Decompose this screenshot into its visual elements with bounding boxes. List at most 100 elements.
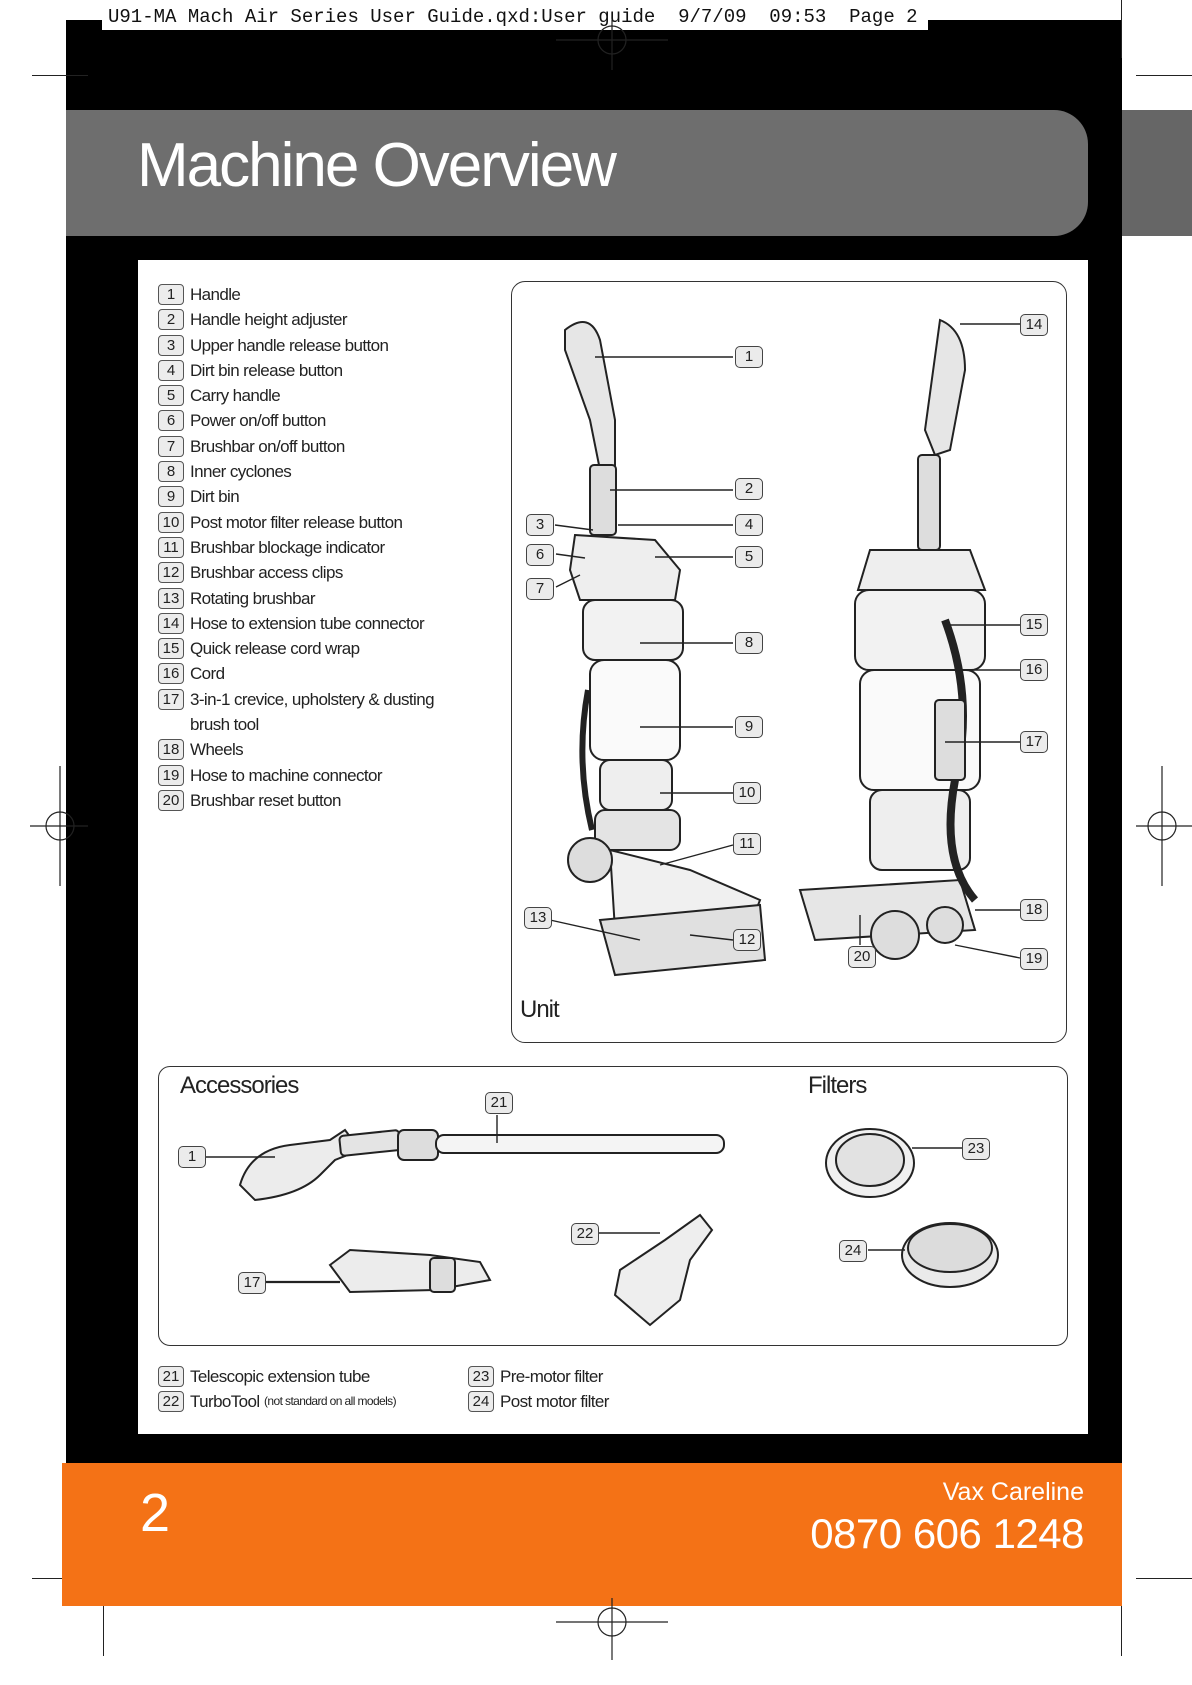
legend-number: 22	[158, 1391, 184, 1412]
accessory-legend-left: 21 Telescopic extension tube 22 TurboTool …	[158, 1366, 397, 1416]
callout-badge: 9	[735, 716, 763, 738]
legend-item: 11 Brushbar blockage indicator	[158, 536, 498, 562]
callout-badge: 2	[735, 478, 763, 500]
careline-phone: 0870 606 1248	[810, 1510, 1084, 1557]
legend-label: Brushbar access clips	[190, 563, 343, 583]
legend-item: 15 Quick release cord wrap	[158, 638, 498, 663]
legend-item: 21 Telescopic extension tube	[158, 1366, 396, 1391]
legend-number: 20	[158, 789, 184, 811]
legend-label: Carry handle	[190, 386, 281, 406]
legend-number: 7	[158, 435, 184, 457]
legend-label: Telescopic extension tube	[190, 1367, 370, 1386]
legend-item: 12 Brushbar access clips	[158, 562, 498, 587]
legend-label: Rotating brushbar	[190, 588, 316, 608]
legend-item: 22 TurboTool (not standard on all models)	[158, 1391, 397, 1416]
accessories-illustration	[206, 1115, 999, 1327]
legend-label: Inner cyclones	[190, 462, 292, 482]
callout-badge: 1	[735, 346, 763, 368]
footer-band	[62, 1463, 1122, 1606]
callout-badge: 16	[1020, 659, 1048, 681]
legend-label: Post motor filter	[500, 1392, 609, 1411]
legend-label: Post motor filter release button	[190, 512, 403, 532]
legend-number: 17	[158, 688, 184, 710]
page-title: Machine Overview	[137, 131, 617, 200]
legend-label: Handle height adjuster	[190, 310, 348, 330]
callout-badge: 17	[238, 1272, 266, 1294]
legend-label: Quick release cord wrap	[190, 639, 360, 659]
legend-number: 14	[158, 612, 184, 634]
legend-label: 3-in-1 crevice, upholstery & dusting	[190, 689, 435, 709]
legend-item: 3 Upper handle release button	[158, 334, 498, 360]
legend-label: Brushbar blockage indicator	[190, 537, 385, 557]
legend-note: (not standard on all models)	[264, 1394, 397, 1408]
legend-number: 3	[158, 334, 184, 356]
callout-badge: 3	[526, 514, 554, 536]
accessories-frame	[158, 1066, 1068, 1346]
legend-label: Power on/off button	[190, 411, 326, 431]
callout-badge: 22	[571, 1223, 599, 1245]
legend-number: 13	[158, 587, 184, 609]
legend-item-continued: 0brush tool	[158, 714, 498, 739]
crop-mark	[1121, 0, 1122, 58]
legend-item: 13 Rotating brushbar	[158, 587, 498, 613]
legend-number: 8	[158, 461, 184, 483]
legend-number: 24	[468, 1391, 494, 1412]
callout-badge: 19	[1020, 948, 1048, 970]
legend-number: 23	[468, 1366, 494, 1387]
callout-badge: 12	[733, 929, 761, 951]
legend-number: 10	[158, 511, 184, 533]
vacuum-back-view	[798, 318, 987, 960]
legend-number: 5	[158, 385, 184, 407]
callout-badge: 17	[1020, 731, 1048, 753]
legend-item: 7 Brushbar on/off button	[158, 435, 498, 461]
legend-item: 10 Post motor filter release button	[158, 511, 498, 537]
vacuum-front-view	[564, 321, 767, 977]
legend-number: 4	[158, 359, 184, 381]
legend-label: Dirt bin release button	[190, 360, 343, 380]
legend-label: TurboTool	[190, 1392, 260, 1411]
legend-number: 15	[158, 638, 184, 660]
legend-number: 16	[158, 663, 184, 685]
legend-label: brush tool	[190, 715, 259, 735]
title-band-bleed	[1122, 110, 1192, 236]
filters-title: Filters	[808, 1072, 867, 1099]
legend-item: 17 3-in-1 crevice, upholstery & dusting	[158, 688, 498, 714]
legend-label: Cord	[190, 664, 225, 684]
careline-label: Vax Careline	[942, 1478, 1084, 1506]
legend-label: Upper handle release button	[190, 335, 389, 355]
callout-badge: 5	[735, 546, 763, 568]
legend-item: 6 Power on/off button	[158, 410, 498, 435]
legend-label: Brushbar reset button	[190, 790, 341, 810]
legend-number: 12	[158, 562, 184, 584]
legend-number: 6	[158, 410, 184, 432]
legend-number: 19	[158, 764, 184, 786]
legend-item: 8 Inner cyclones	[158, 461, 498, 486]
legend-item: 4 Dirt bin release button	[158, 359, 498, 385]
accessories-title: Accessories	[180, 1072, 299, 1099]
legend-item: 24 Post motor filter	[468, 1391, 609, 1416]
unit-diagram-frame	[511, 281, 1067, 1043]
legend-label: Brushbar on/off button	[190, 436, 345, 456]
print-slug: U91-MA Mach Air Series User Guide.qxd:Us…	[102, 4, 928, 30]
legend-number: 11	[158, 536, 184, 558]
callout-badge: 23	[962, 1138, 990, 1160]
crop-mark	[1136, 75, 1192, 76]
callout-badge: 1	[178, 1146, 206, 1168]
callout-badge: 10	[733, 782, 761, 804]
legend-item: 5 Carry handle	[158, 385, 498, 410]
unit-label: Unit	[520, 996, 560, 1023]
callout-badge: 20	[848, 946, 876, 968]
legend-number: 21	[158, 1366, 184, 1387]
callout-badge: 4	[735, 514, 763, 536]
callout-badge: 11	[733, 833, 761, 855]
callout-badge: 14	[1020, 314, 1048, 336]
crop-mark	[103, 1596, 104, 1656]
callout-badge: 24	[839, 1240, 867, 1262]
